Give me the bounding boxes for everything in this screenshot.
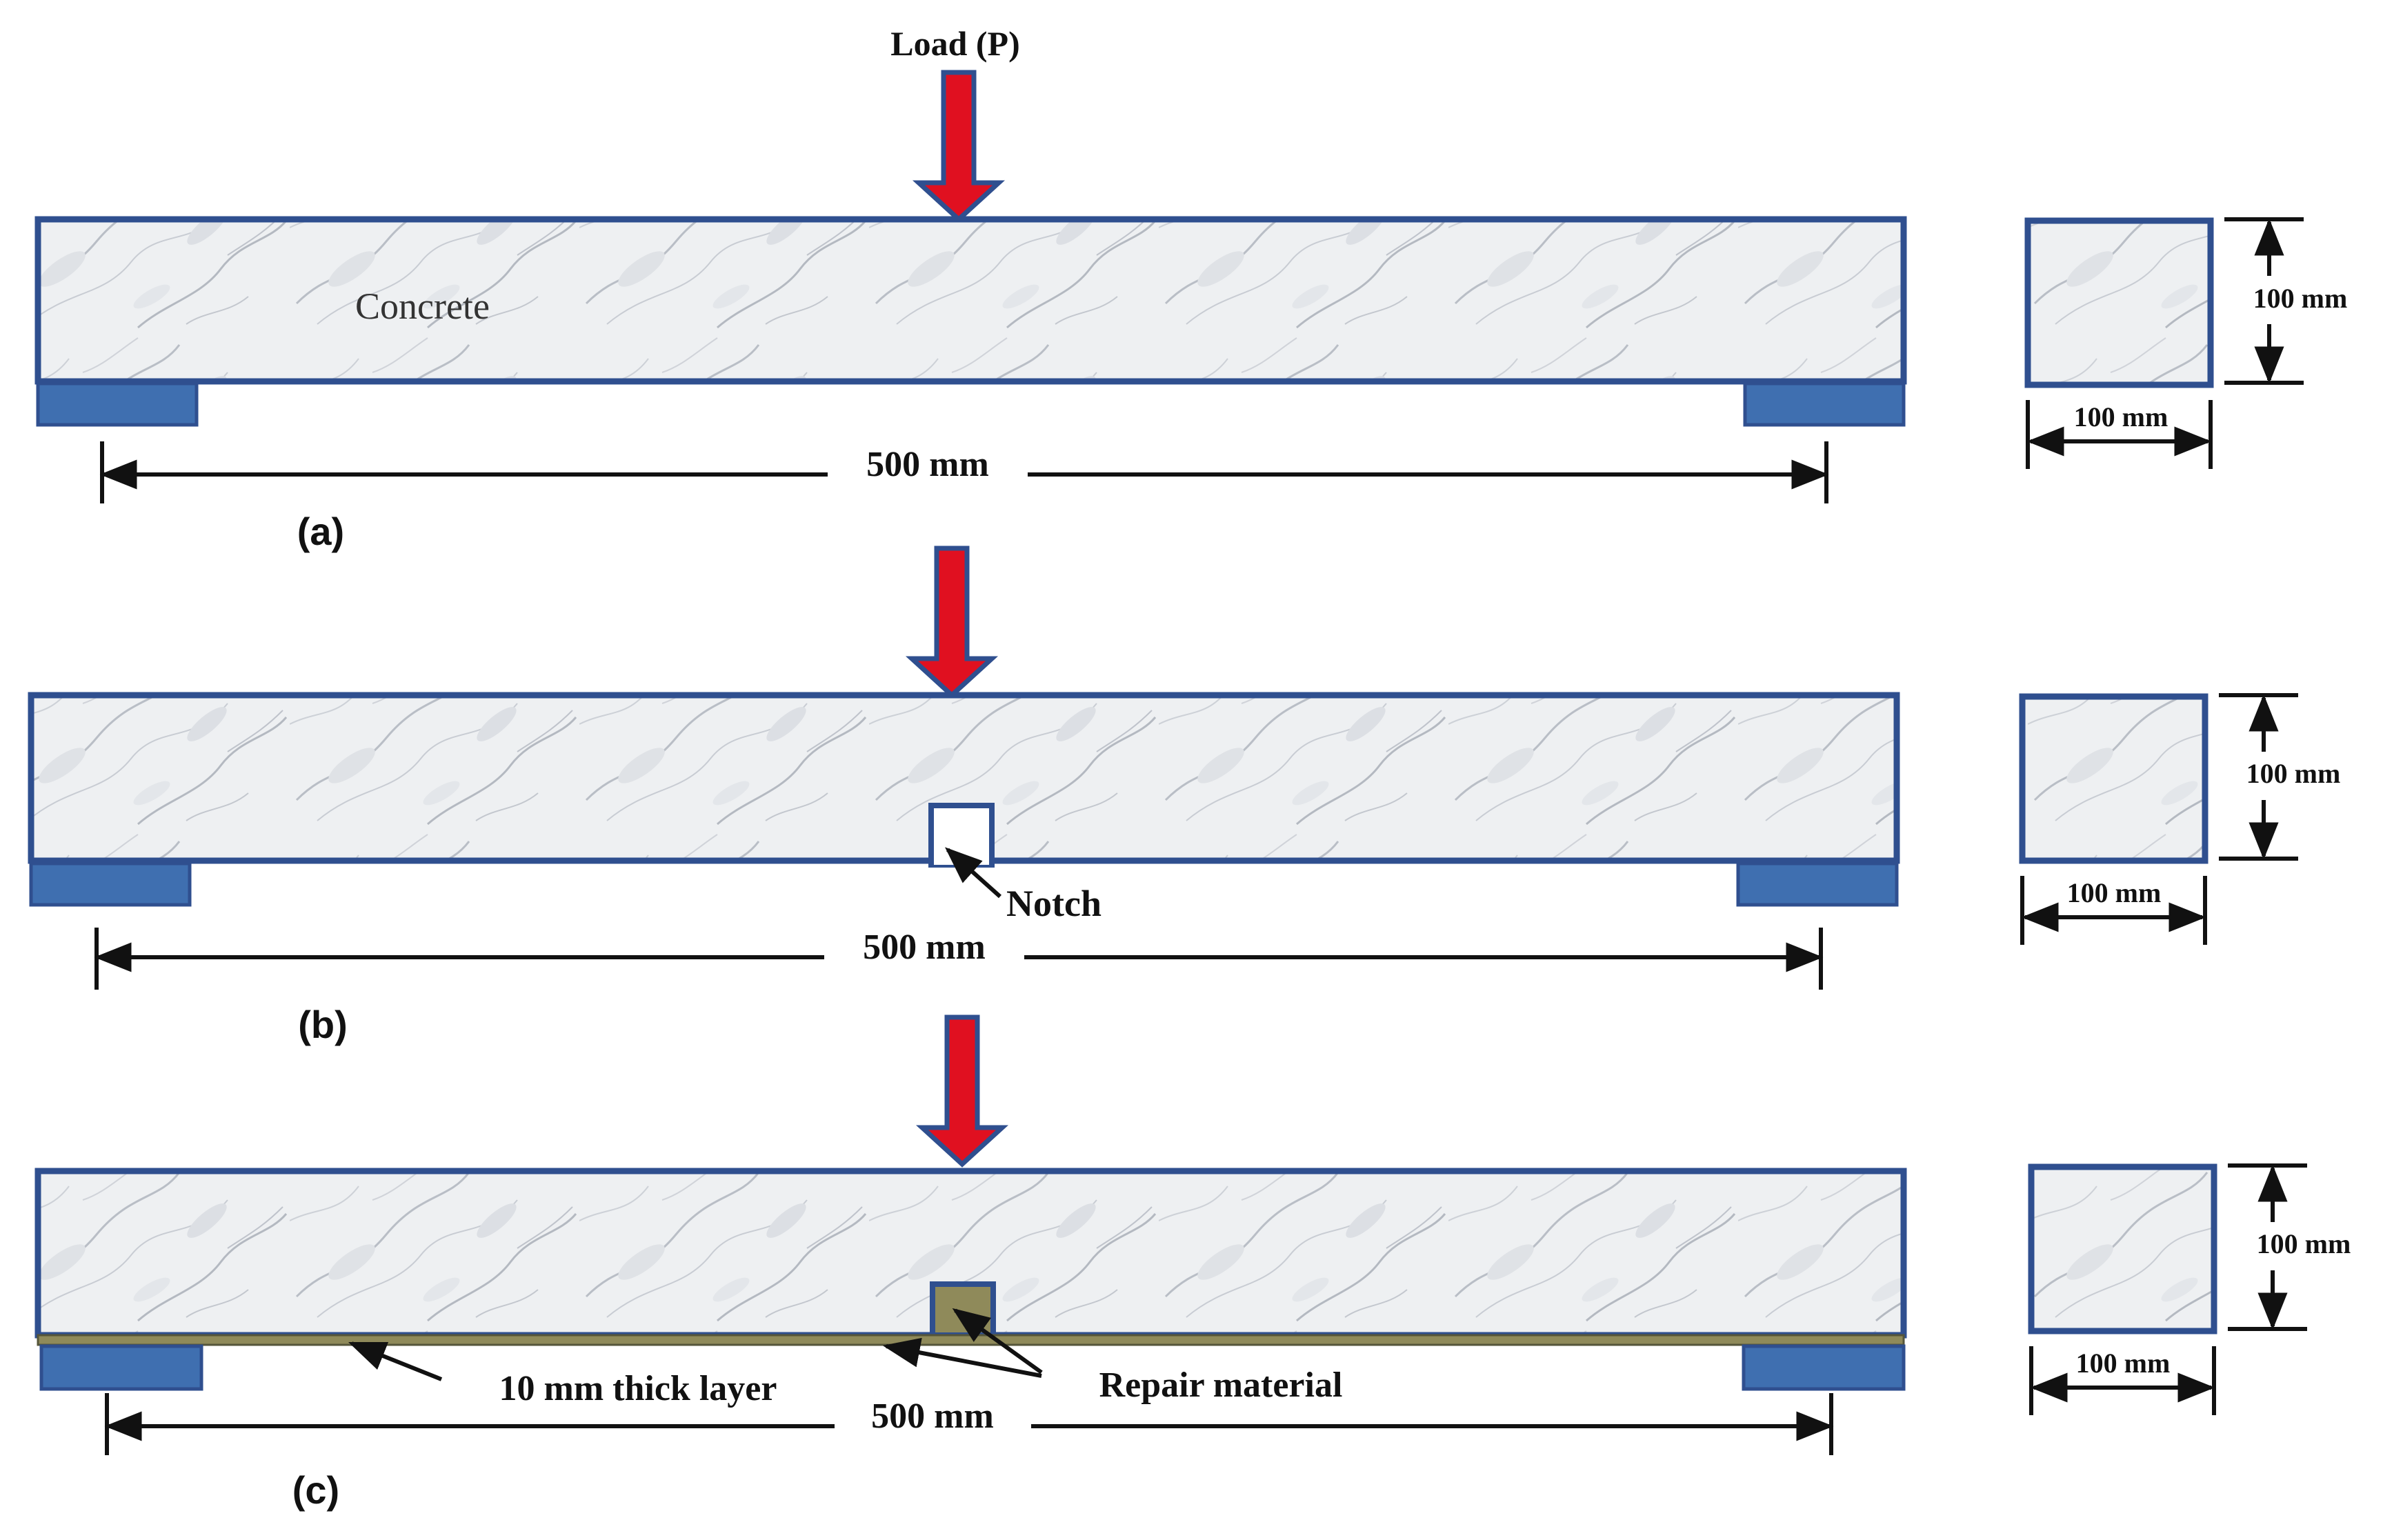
load-arrow-c	[915, 1014, 1009, 1168]
section-width-label-a: 100 mm	[2074, 401, 2168, 432]
panel-label-a: (a)	[297, 510, 344, 553]
right-support-b	[1736, 861, 1899, 907]
span-label-a: 500 mm	[866, 445, 989, 484]
repair-layer	[37, 1334, 1905, 1346]
panel-label-b: (b)	[298, 1003, 348, 1046]
layer-label: 10 mm thick layer	[499, 1369, 777, 1408]
layer-pointer	[348, 1341, 443, 1381]
load-arrow-a	[912, 70, 1006, 223]
left-support-a	[36, 381, 199, 427]
load-label: Load (P)	[890, 24, 1020, 63]
panel-a: Load (P) Concrete 500 mm (a) 100 mm 100 …	[34, 24, 2348, 553]
section-b	[2019, 693, 2208, 864]
concrete-label: Concrete	[355, 286, 490, 327]
panel-b: Notch 500 mm (b) 100 mm 100 mm	[28, 546, 2341, 1046]
notch-label: Notch	[1006, 883, 1101, 924]
panel-label-c: (c)	[292, 1468, 339, 1512]
section-height-label-b: 100 mm	[2246, 758, 2341, 789]
span-label-b: 500 mm	[863, 928, 986, 967]
span-label-c: 500 mm	[871, 1397, 994, 1436]
left-support-c	[39, 1344, 203, 1391]
repair-label: Repair material	[1099, 1366, 1343, 1405]
right-support-a	[1743, 381, 1906, 427]
notch-pointer	[944, 847, 1002, 899]
section-height-label-c: 100 mm	[2257, 1228, 2351, 1259]
section-width-label-c: 100 mm	[2076, 1348, 2171, 1379]
section-height-label-a: 100 mm	[2253, 283, 2348, 314]
section-c	[2028, 1163, 2217, 1334]
repair-pointer-notch	[952, 1308, 1043, 1374]
section-width-label-b: 100 mm	[2067, 877, 2162, 908]
panel-c: 10 mm thick layer Repair material 500 mm…	[34, 1014, 2351, 1512]
left-support-b	[29, 861, 192, 907]
right-support-c	[1742, 1344, 1906, 1391]
repair-pointer-layer	[882, 1337, 1042, 1378]
load-arrow-b	[905, 546, 999, 699]
repaired-notch	[930, 1281, 996, 1338]
beam-a	[34, 216, 1907, 385]
section-a	[2024, 217, 2214, 388]
